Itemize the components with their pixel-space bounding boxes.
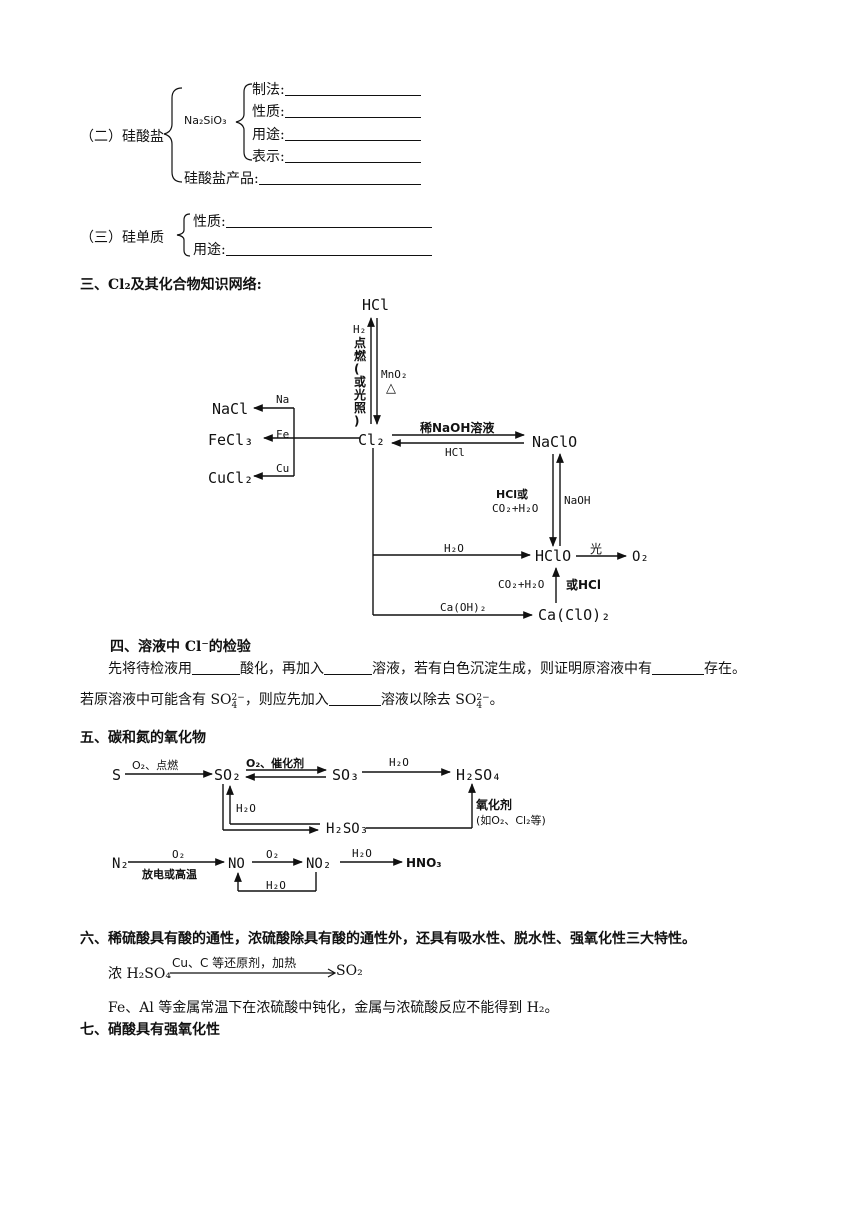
node-naclo: NaClO: [532, 433, 578, 451]
cond-hcl-back: HCl: [445, 446, 465, 459]
cond-h2o-so2: H₂O: [236, 802, 256, 815]
silicon-heading: （三）硅单质: [80, 230, 164, 246]
silicate-brace: [163, 87, 183, 183]
cond-mno2: MnO₂: [381, 368, 408, 381]
blank-field[interactable]: [284, 148, 421, 163]
sulfuric-equation-arrow: [170, 968, 336, 978]
chloride-test-para1: 先将待检液用酸化，再加入溶液，若有白色沉淀生成，则证明原溶液中有存在。: [108, 660, 746, 677]
blank-field[interactable]: [324, 660, 372, 675]
na2sio3-item-prep: 制法:: [252, 79, 421, 99]
cond-h2o-back: H₂O: [266, 879, 286, 892]
node-so2: SO₂: [214, 766, 242, 784]
blank-field[interactable]: [284, 103, 421, 118]
node-cucl2: CuCl₂: [208, 469, 254, 487]
cl2-heading: 三、Cl₂及其化合物知识网络:: [80, 277, 262, 293]
cond-o2-catalyst: O₂、催化剂: [246, 757, 305, 770]
node-s: S: [112, 766, 122, 784]
sulfur-nitrogen-diagram: [125, 766, 476, 892]
node-o2: O₂: [632, 549, 649, 565]
cond-dilute-naoh: 稀NaOH溶液: [420, 421, 495, 435]
sulfuric-heading: 六、稀硫酸具有酸的通性，浓硫酸除具有酸的通性外，还具有吸水性、脱水性、强氧化性三…: [80, 931, 696, 947]
node-so3: SO₃: [332, 766, 360, 784]
chloride-test-heading: 四、溶液中 Cl⁻的检验: [110, 639, 251, 655]
cond-o2-no: O₂: [266, 848, 280, 861]
cond-o2-n2: O₂: [172, 848, 186, 861]
nitric-heading: 七、硝酸具有强氧化性: [80, 1022, 220, 1038]
cond-h2o-no2: H₂O: [352, 847, 372, 860]
cond-caoh2: Ca(OH)₂: [440, 601, 487, 614]
node-h2so4: H₂SO₄: [456, 766, 502, 784]
silicon-item-property: 性质:: [193, 211, 432, 231]
cond-naoh: NaOH: [564, 494, 591, 507]
blank-field[interactable]: [328, 691, 381, 706]
sulfuric-note: Fe、Al 等金属常温下在浓硫酸中钝化，金属与浓硫酸反应不能得到 H₂。: [108, 1000, 559, 1016]
cond-or-hcl: 或HCl: [566, 578, 601, 592]
cond-light: 光: [590, 542, 603, 556]
blank-field[interactable]: [284, 81, 421, 96]
cond-o2-ignite: O₂、点燃: [132, 759, 179, 772]
blank-field[interactable]: [225, 213, 432, 228]
sulfuric-equation-right: SO₂: [336, 963, 363, 979]
cond-h2o: H₂O: [444, 542, 464, 555]
silicate-products: 硅酸盐产品:: [184, 168, 421, 188]
silicon-brace: [176, 213, 191, 257]
node-cl2: Cl₂: [358, 431, 386, 449]
cl2-network-diagram: [253, 317, 627, 619]
cond-oxidant: 氧化剂: [476, 798, 513, 812]
cond-discharge: 放电或高温: [142, 868, 197, 881]
node-hclo: HClO: [535, 547, 572, 565]
na2sio3-brace: [235, 83, 253, 161]
cond-h2o-so3: H₂O: [389, 756, 409, 769]
blank-field[interactable]: [284, 126, 421, 141]
oxides-heading: 五、碳和氮的氧化物: [80, 730, 206, 746]
node-no: NO: [228, 856, 245, 872]
silicate-heading: （二）硅酸盐: [80, 129, 164, 145]
node-caclo2: Ca(ClO)₂: [538, 606, 611, 624]
blank-field[interactable]: [225, 241, 432, 256]
cond-ignite: 点 燃 ( 或 光 照 ): [354, 336, 367, 428]
cond-hcl-or: HCl或: [496, 488, 529, 501]
cond-co2-h2o: CO₂+H₂O: [492, 502, 539, 515]
cond-heat: △: [386, 381, 396, 396]
na2sio3-item-property: 性质:: [252, 101, 421, 121]
node-nacl: NaCl: [212, 400, 249, 418]
node-fecl3: FeCl₃: [208, 431, 254, 449]
na2sio3-item-use: 用途:: [252, 124, 421, 144]
blank-field[interactable]: [258, 170, 421, 185]
node-n2: N₂: [112, 856, 129, 872]
na2sio3-item-notation: 表示:: [252, 146, 421, 166]
cond-h2: H₂: [353, 323, 367, 336]
na2sio3-label: Na₂SiO₃: [184, 114, 227, 127]
silicon-item-use: 用途:: [193, 239, 432, 259]
sulfuric-equation-left: 浓 H₂SO₄: [108, 966, 171, 982]
cond-na: Na: [276, 393, 290, 406]
node-hcl-top: HCl: [362, 296, 390, 314]
node-no2: NO₂: [306, 856, 332, 872]
cond-oxidant-example: (如O₂、Cl₂等): [476, 814, 546, 827]
blank-field[interactable]: [192, 660, 240, 675]
cond-cu: Cu: [276, 462, 290, 475]
node-hno3: HNO₃: [406, 856, 442, 870]
blank-field[interactable]: [652, 660, 704, 675]
cond-co2-h2o-2: CO₂+H₂O: [498, 578, 545, 591]
cond-fe: Fe: [276, 428, 290, 441]
sulfuric-equation-condition: Cu、C 等还原剂，加热: [172, 956, 297, 970]
node-h2so3: H₂SO₃: [326, 821, 369, 837]
